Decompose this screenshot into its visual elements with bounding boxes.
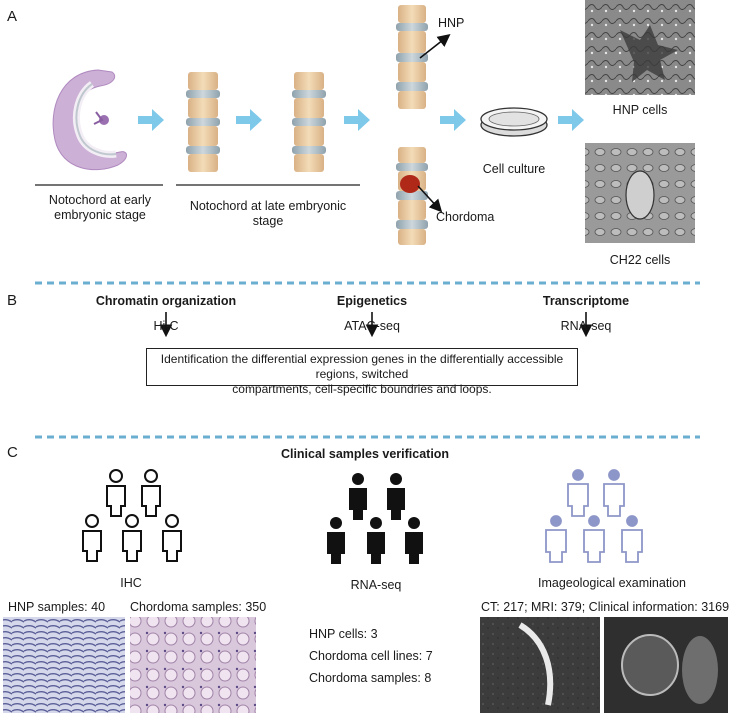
panel-letter-a: A	[7, 8, 18, 25]
process-arrow-2	[236, 109, 262, 131]
spine-segment-1	[186, 72, 220, 172]
chordoma-samples-count: Chordoma samples: 350	[130, 600, 267, 614]
hic-method: Hi-C	[153, 319, 179, 333]
summary-line-1: Identification the differential expressi…	[160, 352, 564, 381]
panel-letter-c: C	[7, 444, 18, 461]
ihc-label: IHC	[120, 576, 142, 590]
process-arrow-1	[138, 109, 164, 131]
hnp-cells-label: HNP cells	[612, 103, 668, 117]
epigenetics-title: Epigenetics	[336, 294, 408, 308]
embryo-illustration	[52, 69, 127, 171]
process-arrows	[138, 109, 584, 131]
chordoma-ihc-micrograph	[130, 617, 256, 713]
panel-letter-b: B	[7, 292, 18, 309]
tumor-mass	[400, 175, 420, 193]
summary-line-2: compartments, cell-specific boundries an…	[232, 382, 492, 396]
atac-seq-method: ATAC-seq	[344, 319, 400, 333]
cell-culture-label: Cell culture	[482, 162, 546, 176]
rnaseq-label: RNA-seq	[350, 578, 402, 592]
chordoma-spine	[396, 147, 428, 245]
chromatin-organization-title: Chromatin organization	[95, 294, 237, 308]
ct-scan-image	[480, 617, 600, 713]
hnp-pointer-arrow	[419, 34, 451, 59]
process-arrow-5	[558, 109, 584, 131]
early-stage-label: Notochord at early embryonic stage	[48, 193, 152, 222]
chordoma-pointer-arrow	[417, 185, 443, 213]
rna-seq-method: RNA-seq	[560, 319, 612, 333]
imaging-counts: CT: 217; MRI: 379; Clinical information:…	[481, 600, 730, 614]
clinical-verification-title: Clinical samples verification	[280, 447, 450, 461]
chordoma-samples-rnaseq-count: Chordoma samples: 8	[309, 671, 432, 685]
process-arrow-3	[344, 109, 370, 131]
late-stage-label: Notochord at late embryonic stage	[189, 199, 347, 228]
imaging-label: Imageological examination	[537, 576, 686, 590]
spine-segment-2	[292, 72, 326, 172]
chordoma-label: Chordoma	[436, 210, 495, 224]
rnaseq-people-icon	[327, 473, 423, 564]
transcriptome-title: Transcriptome	[542, 294, 630, 308]
hnp-samples-count: HNP samples: 40	[8, 600, 106, 614]
hnp-ihc-micrograph	[3, 617, 125, 713]
ch22-cells-label: CH22 cells	[609, 253, 671, 267]
hnp-spine	[396, 5, 428, 109]
hnp-cells-count: HNP cells: 3	[309, 627, 378, 641]
hnp-label: HNP	[438, 16, 465, 30]
summary-box: Identification the differential expressi…	[146, 348, 578, 396]
imaging-people-icon	[545, 469, 643, 563]
ihc-people-icon	[82, 469, 182, 562]
petri-dish-icon	[480, 107, 548, 137]
chordoma-cell-lines-count: Chordoma cell lines: 7	[309, 649, 433, 663]
process-arrow-4	[440, 109, 466, 131]
